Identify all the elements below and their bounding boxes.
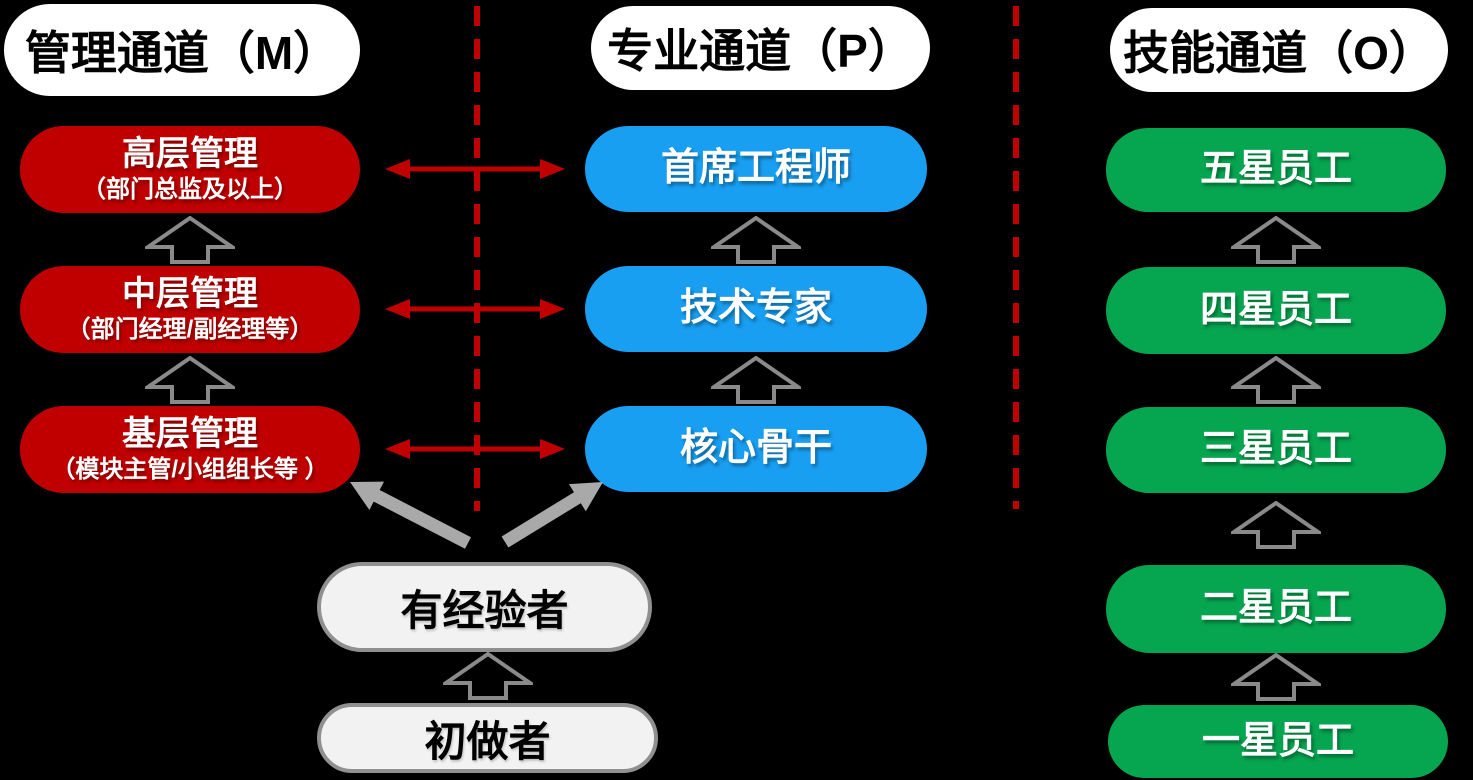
promotion-up-arrow-icon bbox=[1231, 216, 1321, 264]
level-title: 三星员工 bbox=[1199, 428, 1352, 471]
promotion-up-arrow-icon bbox=[1231, 653, 1321, 701]
entry-to-professional-arrow-icon bbox=[501, 482, 603, 548]
channel-header-skill: 技能通道（O） bbox=[1110, 8, 1448, 92]
level-pill-junior-management: 基层管理 （模块主管/小组组长等 ） bbox=[20, 406, 360, 493]
level-pill-three-star: 三星员工 bbox=[1106, 407, 1446, 493]
level-pill-technical-expert: 技术专家 bbox=[585, 266, 927, 352]
level-pill-middle-management: 中层管理 （部门经理/副经理等） bbox=[20, 266, 360, 353]
promotion-up-arrow-icon bbox=[145, 216, 235, 264]
promotion-up-arrow-icon bbox=[1231, 501, 1321, 549]
level-pill-core-backbone: 核心骨干 bbox=[585, 406, 927, 492]
promotion-up-arrow-icon bbox=[145, 356, 235, 404]
level-title: 首席工程师 bbox=[660, 147, 851, 190]
level-pill-four-star: 四星员工 bbox=[1106, 267, 1446, 354]
level-title: 技术专家 bbox=[679, 287, 832, 330]
entry-title: 有经验者 bbox=[400, 586, 569, 634]
transfer-double-arrow-icon bbox=[385, 439, 565, 459]
promotion-up-arrow-icon bbox=[711, 216, 801, 264]
level-pill-five-star: 五星员工 bbox=[1106, 128, 1446, 212]
channel-header-management-label: 管理通道（M） bbox=[24, 27, 340, 79]
level-pill-senior-management: 高层管理 （部门总监及以上） bbox=[20, 126, 360, 213]
channel-header-management: 管理通道（M） bbox=[4, 4, 360, 96]
promotion-up-arrow-icon bbox=[1231, 356, 1321, 404]
entry-path-arrows bbox=[350, 481, 603, 549]
level-subtitle: （部门经理/副经理等） bbox=[66, 315, 314, 343]
channel-header-professional-label: 专业通道（P） bbox=[607, 25, 914, 77]
channel-divider-right-dashed-line-icon bbox=[1013, 6, 1019, 509]
level-subtitle: （部门总监及以上） bbox=[82, 175, 298, 203]
level-title: 基层管理 bbox=[122, 414, 258, 453]
transfer-double-arrow-icon bbox=[385, 159, 565, 179]
channel-header-professional: 专业通道（P） bbox=[591, 6, 930, 90]
level-pill-chief-engineer: 首席工程师 bbox=[585, 126, 927, 212]
level-title: 一星员工 bbox=[1201, 719, 1354, 762]
level-title: 二星员工 bbox=[1199, 587, 1352, 630]
level-pill-one-star: 一星员工 bbox=[1108, 705, 1448, 778]
transfer-double-arrow-icon bbox=[385, 299, 565, 319]
level-title: 五星员工 bbox=[1199, 148, 1352, 191]
entry-title: 初做者 bbox=[424, 717, 551, 765]
level-title: 高层管理 bbox=[122, 134, 258, 173]
promotion-up-arrow-icon bbox=[443, 652, 533, 700]
entry-pill-experienced: 有经验者 bbox=[317, 562, 652, 652]
level-subtitle: （模块主管/小组组长等 ） bbox=[51, 455, 329, 483]
level-pill-two-star: 二星员工 bbox=[1106, 565, 1446, 653]
channel-divider-left-dashed-line-icon bbox=[474, 6, 480, 511]
level-title: 四星员工 bbox=[1199, 288, 1352, 331]
entry-to-management-arrow-icon bbox=[350, 481, 471, 549]
promotion-up-arrow-icon bbox=[711, 356, 801, 404]
level-title: 核心骨干 bbox=[679, 427, 832, 470]
level-title: 中层管理 bbox=[122, 274, 258, 313]
entry-pill-beginner: 初做者 bbox=[317, 703, 658, 773]
channel-header-skill-label: 技能通道（O） bbox=[1123, 27, 1435, 79]
